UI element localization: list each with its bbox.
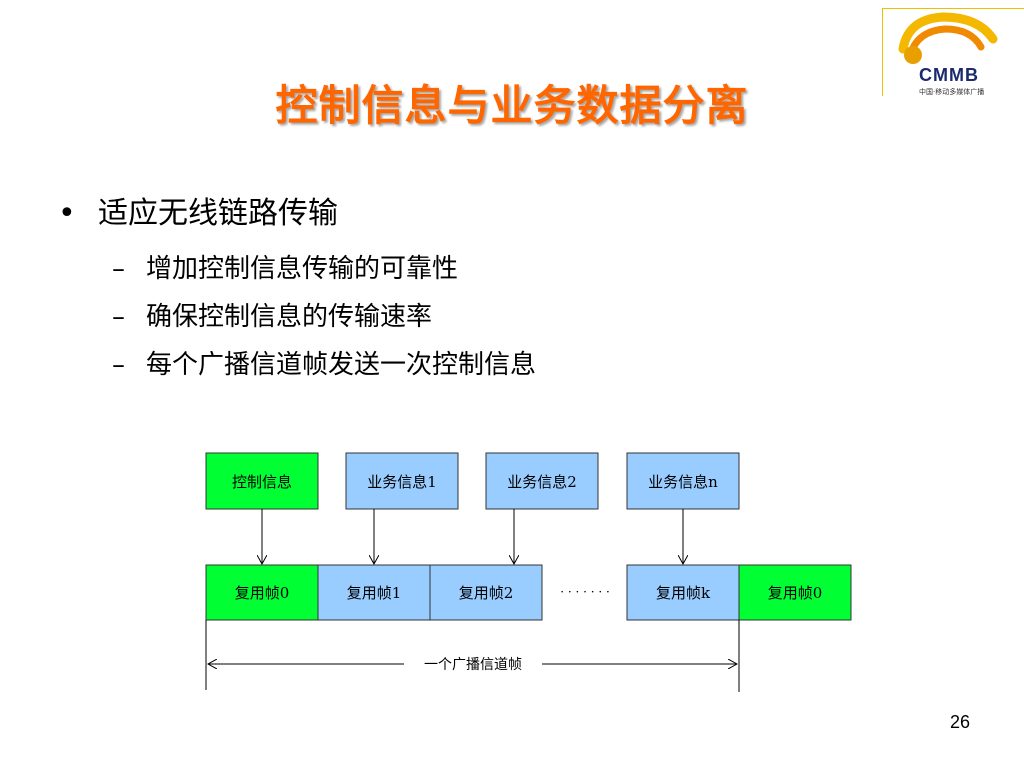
page-number: 26 bbox=[950, 712, 971, 732]
span-label: 一个广播信道帧 bbox=[424, 657, 522, 673]
logo-subtitle: 中国·移动多媒体广播 bbox=[919, 88, 985, 96]
frame-1-label: 复用帧1 bbox=[347, 584, 402, 602]
sub-bullet-3: –每个广播信道帧发送一次控制信息 bbox=[112, 344, 536, 381]
sub-bullet-text: 确保控制信息的传输速率 bbox=[146, 302, 433, 332]
sub-bullet-text: 每个广播信道帧发送一次控制信息 bbox=[146, 350, 537, 380]
cmmb-swirl-icon bbox=[898, 12, 998, 64]
service-info-2-box bbox=[485, 452, 599, 510]
bullet-dot: • bbox=[58, 196, 76, 231]
service-info-n-box bbox=[626, 452, 740, 510]
control-info-box bbox=[205, 452, 319, 510]
slide-title: 控制信息与业务数据分离 bbox=[275, 81, 749, 130]
logo-text: CMMB bbox=[919, 65, 979, 85]
bullet-main: • 适应无线链路传输 bbox=[58, 188, 338, 232]
sub-bullet-2: –确保控制信息的传输速率 bbox=[112, 296, 432, 333]
bullet-main-text: 适应无线链路传输 bbox=[98, 196, 338, 231]
frame-0-next-label: 复用帧0 bbox=[768, 584, 823, 602]
service-info-n-label: 业务信息n bbox=[648, 473, 718, 491]
cmmb-logo: CMMB 中国·移动多媒体广播 bbox=[882, 8, 1024, 96]
service-info-2-label: 业务信息2 bbox=[507, 473, 577, 491]
dash: – bbox=[112, 254, 125, 284]
frame-2-box bbox=[429, 564, 543, 621]
dash: – bbox=[112, 302, 125, 332]
sub-bullet-text: 增加控制信息传输的可靠性 bbox=[146, 254, 459, 284]
dash: – bbox=[112, 350, 125, 380]
frame-0-next-box bbox=[738, 564, 852, 621]
frame-0-box bbox=[205, 564, 319, 621]
control-info-label: 控制信息 bbox=[232, 473, 292, 491]
service-info-1-label: 业务信息1 bbox=[367, 473, 437, 491]
sub-bullet-1: –增加控制信息传输的可靠性 bbox=[112, 248, 458, 285]
service-info-1-box bbox=[345, 452, 459, 510]
frame-ellipsis: · · · · · · · bbox=[560, 585, 610, 599]
frame-k-box bbox=[626, 564, 740, 621]
frame-2-label: 复用帧2 bbox=[459, 584, 514, 602]
frame-0-label: 复用帧0 bbox=[235, 584, 290, 602]
frame-k-label: 复用帧k bbox=[656, 584, 711, 602]
